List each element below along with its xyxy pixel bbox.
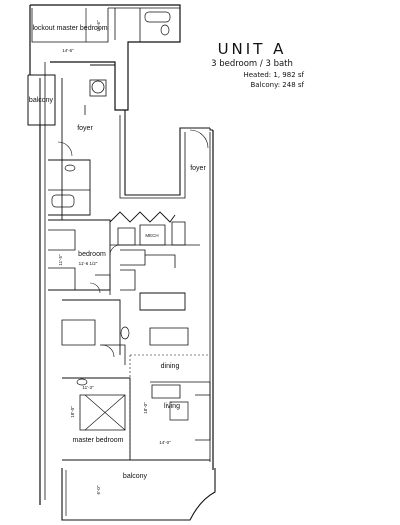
plan-walls: [27, 4, 216, 521]
dim-lockout-width: 14'-6": [62, 48, 74, 53]
dim-bedroom-depth: 11'-5": [58, 254, 63, 266]
unit-title: UNIT A: [217, 40, 287, 58]
label-dining: dining: [161, 363, 180, 370]
dim-balcony-depth: 6'-0": [96, 485, 101, 494]
label-living: living: [164, 403, 180, 410]
dim-living-width: 14'-0": [159, 440, 171, 445]
label-mech: MECH: [145, 233, 158, 238]
label-foyer-left: foyer: [77, 125, 93, 132]
unit-subtitle: 3 bedroom / 3 bath: [211, 59, 293, 69]
label-foyer-right: foyer: [190, 165, 206, 172]
dim-master-width: 11'-3": [82, 385, 94, 390]
balcony-area: Balcony: 248 sf: [250, 81, 304, 89]
label-balcony-upper: balcony: [29, 97, 54, 104]
label-lockout-master-bedroom: lockout master bedroom: [32, 25, 107, 32]
unit-title-block: UNIT A 3 bedroom / 3 bath Heated: 1, 982…: [192, 40, 312, 90]
heated-area: Heated: 1, 982 sf: [243, 71, 304, 79]
label-master-bedroom: master bedroom: [73, 437, 124, 444]
label-balcony-lower: balcony: [123, 473, 148, 480]
label-bedroom: bedroom: [78, 251, 106, 258]
dim-master-depth: 18'-0": [70, 406, 75, 418]
dim-bedroom-size: 11'-6 1/2": [79, 261, 98, 266]
dim-living-depth: 18'-0": [143, 402, 148, 414]
dim-lockout-depth: 11'-6": [96, 20, 101, 32]
